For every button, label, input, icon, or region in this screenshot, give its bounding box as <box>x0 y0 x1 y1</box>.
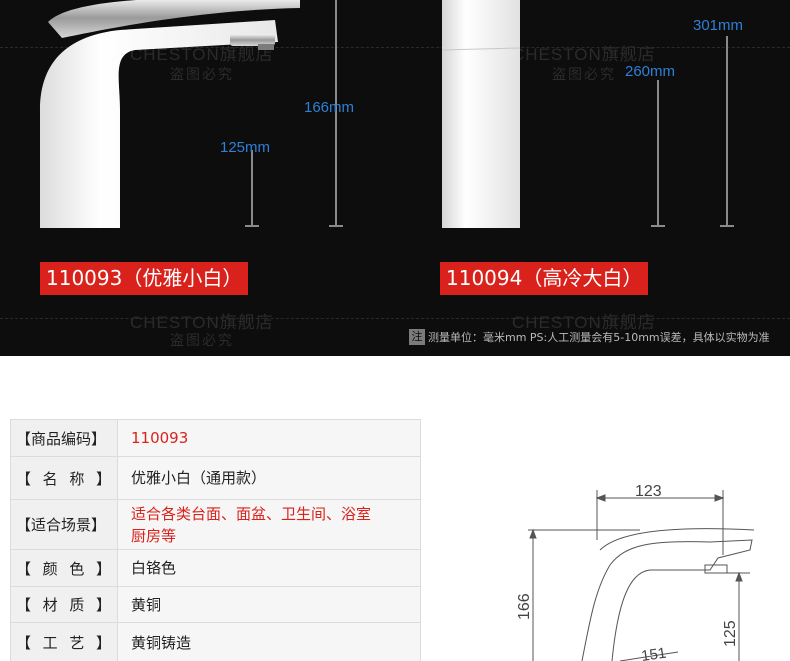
table-row: 【 名 称 】 优雅小白（通用款） <box>10 456 421 500</box>
watermark-brand: CHESTON旗舰店 <box>130 313 274 332</box>
dimension-line <box>335 0 337 226</box>
spec-key-scene: 【适合场景】 <box>10 499 118 550</box>
spec-key-material: 【 材 质 】 <box>10 586 118 623</box>
drawing-dimension-line <box>619 651 679 661</box>
bracket-open: 【 <box>16 469 32 488</box>
model-tag-110093: 110093（优雅小白） <box>40 262 249 295</box>
watermark-brand: CHESTON旗舰店 <box>512 313 656 332</box>
key-char: 颜 <box>42 559 58 578</box>
bracket-close: 】 <box>95 469 111 488</box>
dimension-label-b-spout: 260mm <box>625 63 676 80</box>
key-char: 色 <box>69 559 85 578</box>
bracket-open: 【 <box>16 559 32 578</box>
dimension-cap <box>651 225 665 227</box>
spec-value-scene: 适合各类台面、面盆、卫生间、浴室 厨房等 <box>117 499 421 550</box>
key-char: 质 <box>69 596 85 614</box>
dimension-cap <box>720 225 734 227</box>
faucet-110094-image <box>441 0 521 228</box>
watermark-sub: 盗图必究 <box>170 67 234 83</box>
drawing-faucet-outline <box>581 539 753 661</box>
drawing-label-height: 166 <box>516 593 533 620</box>
drawing-aerator <box>704 564 728 574</box>
drawing-label-spout: 125 <box>722 620 739 647</box>
spec-key-name: 【 名 称 】 <box>10 456 118 500</box>
bracket-close: 】 <box>95 559 111 578</box>
key-char: 艺 <box>69 634 85 652</box>
key-char: 名 <box>42 469 58 488</box>
spec-value-color: 白铬色 <box>117 549 421 587</box>
spec-key-color: 【 颜 色 】 <box>10 549 118 587</box>
scene-line-1: 适合各类台面、面盆、卫生间、浴室 <box>131 504 372 523</box>
bracket-open: 【 <box>16 596 32 614</box>
watermark-line <box>0 47 790 48</box>
drawing-label-base: 151 <box>640 645 667 661</box>
key-char: 称 <box>69 469 85 488</box>
spec-value-name: 优雅小白（通用款） <box>117 456 421 500</box>
measurement-note: 注 测量单位：毫米mm PS:人工测量会有5-10mm误差，具体以实物为准 <box>409 329 770 345</box>
watermark-brand: CHESTON旗舰店 <box>130 45 274 64</box>
spec-value-craft: 黄铜铸造 <box>117 622 421 661</box>
bracket-close: 】 <box>95 596 111 614</box>
arrow-head <box>735 571 743 582</box>
bracket-close: 】 <box>95 634 111 652</box>
note-badge: 注 <box>409 329 425 345</box>
key-char: 材 <box>42 596 58 614</box>
table-row: 【 工 艺 】 黄铜铸造 <box>10 622 421 661</box>
table-row: 【 材 质 】 黄铜 <box>10 586 421 623</box>
watermark-sub: 盗图必究 <box>552 67 616 83</box>
technical-drawing: 123 166 125 151 <box>516 483 755 661</box>
spec-key-code: 【商品编码】 <box>10 419 118 457</box>
watermark-brand: CHESTON旗舰店 <box>512 45 656 64</box>
faucet-110093-image <box>40 0 300 228</box>
spec-value-code: 110093 <box>117 419 421 457</box>
watermark-line <box>0 318 790 319</box>
spec-value-material: 黄铜 <box>117 586 421 623</box>
drawing-label-width: 123 <box>635 483 662 500</box>
key-char: 工 <box>42 634 58 652</box>
drawing-handle-outline <box>599 528 755 551</box>
dimension-label-a-total: 166mm <box>304 99 355 116</box>
table-row: 【适合场景】 适合各类台面、面盆、卫生间、浴室 厨房等 <box>10 499 421 550</box>
arrow-head <box>595 494 606 502</box>
dimension-cap <box>245 225 259 227</box>
bracket-open: 【 <box>16 634 32 652</box>
dimension-line <box>251 150 253 226</box>
dimension-line <box>726 36 728 226</box>
dimension-label-a-spout: 125mm <box>220 139 271 156</box>
dimension-label-b-total: 301mm <box>693 17 744 34</box>
arrow-head <box>529 528 537 539</box>
note-text: 测量单位：毫米mm PS:人工测量会有5-10mm误差，具体以实物为准 <box>428 331 770 344</box>
arrow-head <box>714 494 725 502</box>
watermark-sub: 盗图必究 <box>170 333 234 349</box>
dimension-cap <box>329 225 343 227</box>
table-row: 【 颜 色 】 白铬色 <box>10 549 421 587</box>
model-tag-110094: 110094（高冷大白） <box>440 262 649 295</box>
spec-key-craft: 【 工 艺 】 <box>10 622 118 661</box>
table-row: 【商品编码】 110093 <box>10 419 421 457</box>
product-dimension-banner: CHESTON旗舰店 盗图必究 CHESTON旗舰店 盗图必究 CHESTON旗… <box>0 0 790 356</box>
dimension-line <box>657 80 659 226</box>
scene-line-2: 厨房等 <box>131 526 177 545</box>
product-spec-table: 【商品编码】 110093 【 名 称 】 优雅小白（通用款） 【适合场景】 适… <box>10 419 421 661</box>
